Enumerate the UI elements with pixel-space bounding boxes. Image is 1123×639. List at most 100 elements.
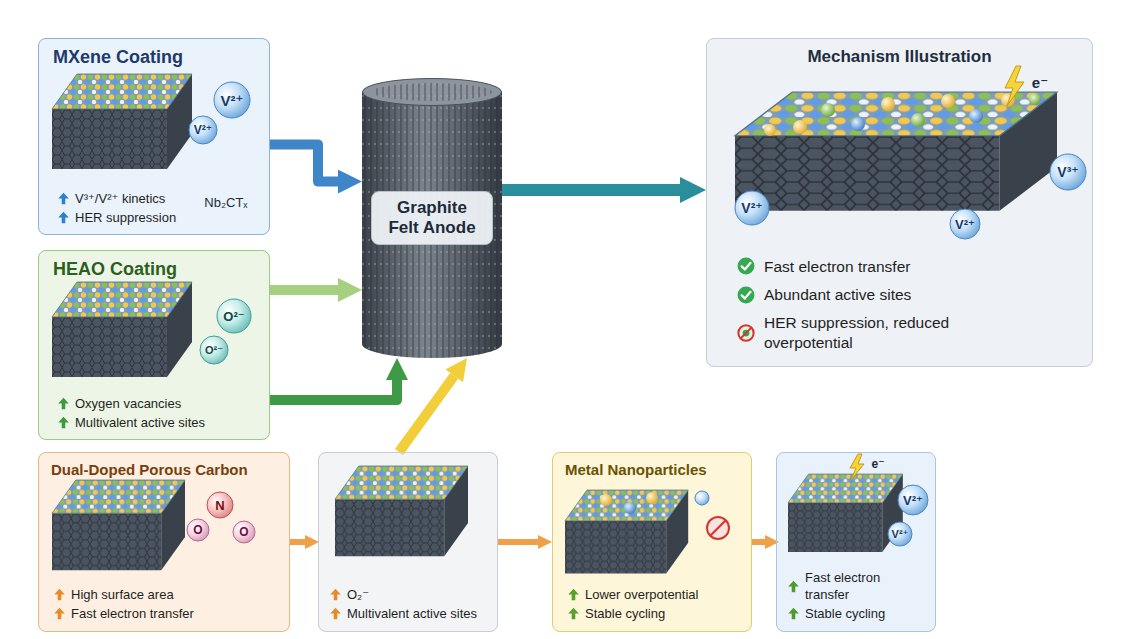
panel-fill xyxy=(706,38,1093,367)
ion-bubble xyxy=(950,209,980,239)
ion-bubble xyxy=(214,82,250,118)
bullet-row: Abundant active sites xyxy=(737,285,1080,304)
bullet-list: Lower overpotentialStable cycling xyxy=(565,587,741,623)
particle xyxy=(911,113,925,127)
bullet-row: Multivalent active sites xyxy=(329,606,489,622)
her-blocked-icon xyxy=(707,517,729,539)
bullet-text: Stable cycling xyxy=(585,606,665,622)
flow-arrow xyxy=(752,539,765,545)
material-box: Dual-Doped Porous CarbonHigh surface are… xyxy=(38,452,290,632)
bullet-text: Lower overpotential xyxy=(585,587,698,603)
particle xyxy=(941,94,955,108)
dopant-bubble xyxy=(233,521,255,543)
ion-bubble xyxy=(888,522,912,546)
box-fill xyxy=(318,452,498,632)
box-fills xyxy=(38,38,1093,632)
particle xyxy=(600,494,612,506)
ion-label: V²⁺ xyxy=(741,201,762,215)
dopant-label: O xyxy=(239,526,248,538)
up-icon xyxy=(329,607,342,620)
up-icon xyxy=(567,607,580,620)
bullet-text: Fast electron transfer xyxy=(71,606,194,622)
lightning-bolt xyxy=(1005,66,1024,106)
box-fill xyxy=(38,38,270,235)
cylinder-top xyxy=(372,83,492,101)
bullet-list: Fast electron transferAbundant active si… xyxy=(719,257,1080,353)
bullet-text: Multivalent active sites xyxy=(347,606,477,622)
bullet-text: V³⁺/V²⁺ kinetics xyxy=(75,191,165,207)
flow-arrow xyxy=(498,539,538,545)
felt-texture xyxy=(362,92,502,358)
her-blocked-icon xyxy=(710,520,726,536)
flow-arrow xyxy=(399,376,454,452)
up-icon xyxy=(567,588,580,601)
ion-label: O²⁻ xyxy=(223,310,244,323)
bullet-row: Multivalent active sites xyxy=(57,415,259,431)
bullet-text: Stable cycling xyxy=(805,606,885,622)
bullet-list: O₂⁻ Multivalent active sites xyxy=(329,587,489,623)
ion-label: V³⁺ xyxy=(1057,165,1078,179)
porous-slab xyxy=(788,474,903,552)
box-title: Metal Nanoparticles xyxy=(565,461,741,479)
porous-slab xyxy=(52,74,192,169)
box-fill xyxy=(38,250,270,440)
bullet-row: HER suppression xyxy=(57,210,259,226)
particle xyxy=(821,103,835,117)
up-icon xyxy=(57,397,70,410)
anode-cylinder: Graphite Felt Anode xyxy=(362,78,502,358)
porous-slab xyxy=(735,92,1057,211)
electron-label: e⁻ xyxy=(871,458,884,470)
box-fill xyxy=(776,452,936,632)
up-icon xyxy=(53,607,66,620)
particle xyxy=(881,97,895,111)
ion-label: V²⁺ xyxy=(194,124,212,136)
her-blocked-icon xyxy=(707,517,729,539)
ion-bubble xyxy=(200,336,228,364)
result-box: Fast electron transferStable cycling xyxy=(776,452,936,632)
ion-label: V²⁺ xyxy=(221,93,244,108)
flow-arrow xyxy=(270,380,397,400)
bullet-text: Abundant active sites xyxy=(764,285,911,304)
particle xyxy=(1029,93,1041,105)
bullet-row: High surface area xyxy=(53,587,279,603)
bullet-text: Fast electron transfer xyxy=(764,257,910,276)
ion-label: O²⁻ xyxy=(205,345,223,356)
bullet-row: Fast electron transfer xyxy=(737,257,1080,276)
porous-slab xyxy=(52,480,185,570)
bullet-row: Oxygen vacancies xyxy=(57,396,259,412)
box-title: Mechanism Illustration xyxy=(719,47,1080,67)
particle xyxy=(969,109,983,123)
cylinder-body xyxy=(362,92,502,358)
up-icon xyxy=(53,588,66,601)
bullet-row: Stable cycling xyxy=(787,606,927,622)
box-title: MXene Coating xyxy=(53,47,259,69)
dopant-label: O xyxy=(193,524,202,536)
material-box: Metal NanoparticlesLower overpotentialSt… xyxy=(552,452,752,632)
ion-bubble xyxy=(217,299,251,333)
bullet-row: Stable cycling xyxy=(567,606,741,622)
bullet-row: Lower overpotential xyxy=(567,587,741,603)
dopant-bubble xyxy=(187,519,209,541)
particle xyxy=(646,492,658,504)
porous-slab xyxy=(335,466,468,556)
ion-label: V²⁺ xyxy=(892,529,909,540)
up-icon xyxy=(329,588,342,601)
particle xyxy=(793,120,807,134)
ion-bubble xyxy=(898,485,928,515)
dopant-bubble xyxy=(207,492,233,518)
up-icon xyxy=(787,607,800,620)
bullet-text: O₂⁻ xyxy=(347,587,369,603)
ion-label: V²⁺ xyxy=(903,494,923,507)
box-title: Dual-Doped Porous Carbon xyxy=(51,461,279,479)
material-box: O₂⁻ Multivalent active sites xyxy=(318,452,498,632)
surface-particles xyxy=(600,93,1041,514)
particle xyxy=(695,491,709,505)
coating-box: HEAO CoatingOxygen vacanciesMultivalent … xyxy=(38,250,270,440)
bullet-list: High surface areaFast electron transfer xyxy=(51,587,279,623)
flow-arrow xyxy=(290,539,305,545)
lightning-bolt xyxy=(850,454,864,480)
ion-bubble xyxy=(1050,154,1086,190)
